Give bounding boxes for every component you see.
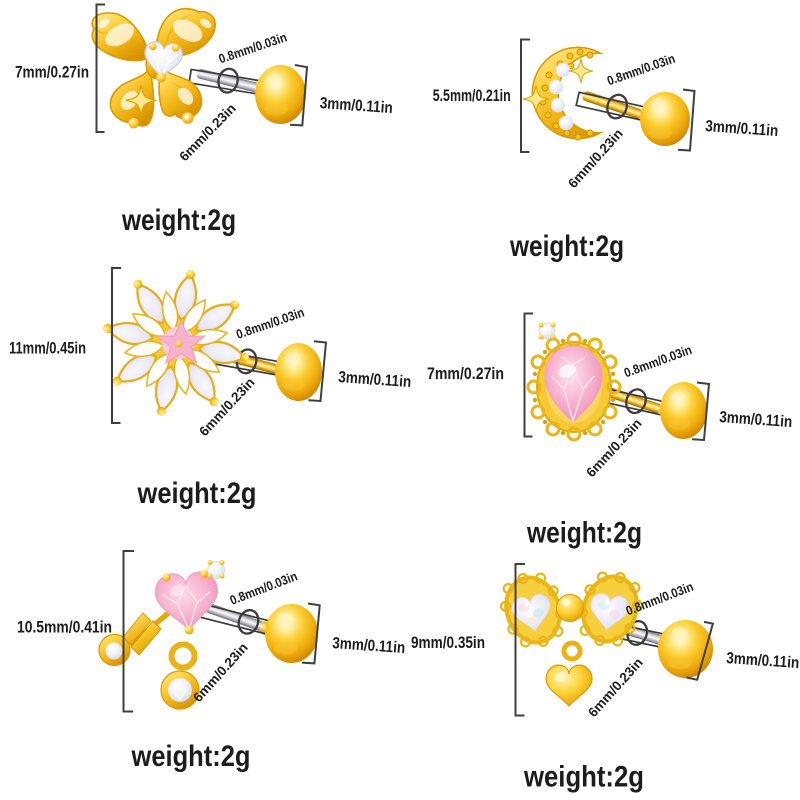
- svg-text:5.5mm/0.21in: 5.5mm/0.21in: [433, 86, 511, 105]
- svg-text:3mm/0.11in: 3mm/0.11in: [338, 369, 412, 391]
- svg-text:weight:2g: weight:2g: [509, 230, 624, 263]
- svg-text:7mm/0.27in: 7mm/0.27in: [15, 63, 89, 82]
- svg-text:3mm/0.11in: 3mm/0.11in: [332, 635, 406, 657]
- svg-text:9mm/0.35in: 9mm/0.35in: [411, 633, 485, 652]
- svg-text:10.5mm/0.41in: 10.5mm/0.41in: [17, 618, 112, 637]
- svg-text:weight:2g: weight:2g: [131, 740, 251, 773]
- svg-text:3mm/0.11in: 3mm/0.11in: [726, 650, 800, 672]
- svg-text:3mm/0.11in: 3mm/0.11in: [719, 409, 793, 431]
- svg-text:weight:2g: weight:2g: [523, 761, 644, 794]
- svg-text:11mm/0.45in: 11mm/0.45in: [9, 339, 86, 358]
- svg-text:weight:2g: weight:2g: [137, 477, 257, 510]
- svg-text:7mm/0.27in: 7mm/0.27in: [427, 364, 504, 383]
- svg-text:weight:2g: weight:2g: [121, 204, 236, 237]
- svg-text:3mm/0.11in: 3mm/0.11in: [705, 118, 779, 140]
- svg-text:3mm/0.11in: 3mm/0.11in: [319, 95, 393, 117]
- svg-text:weight:2g: weight:2g: [526, 517, 642, 550]
